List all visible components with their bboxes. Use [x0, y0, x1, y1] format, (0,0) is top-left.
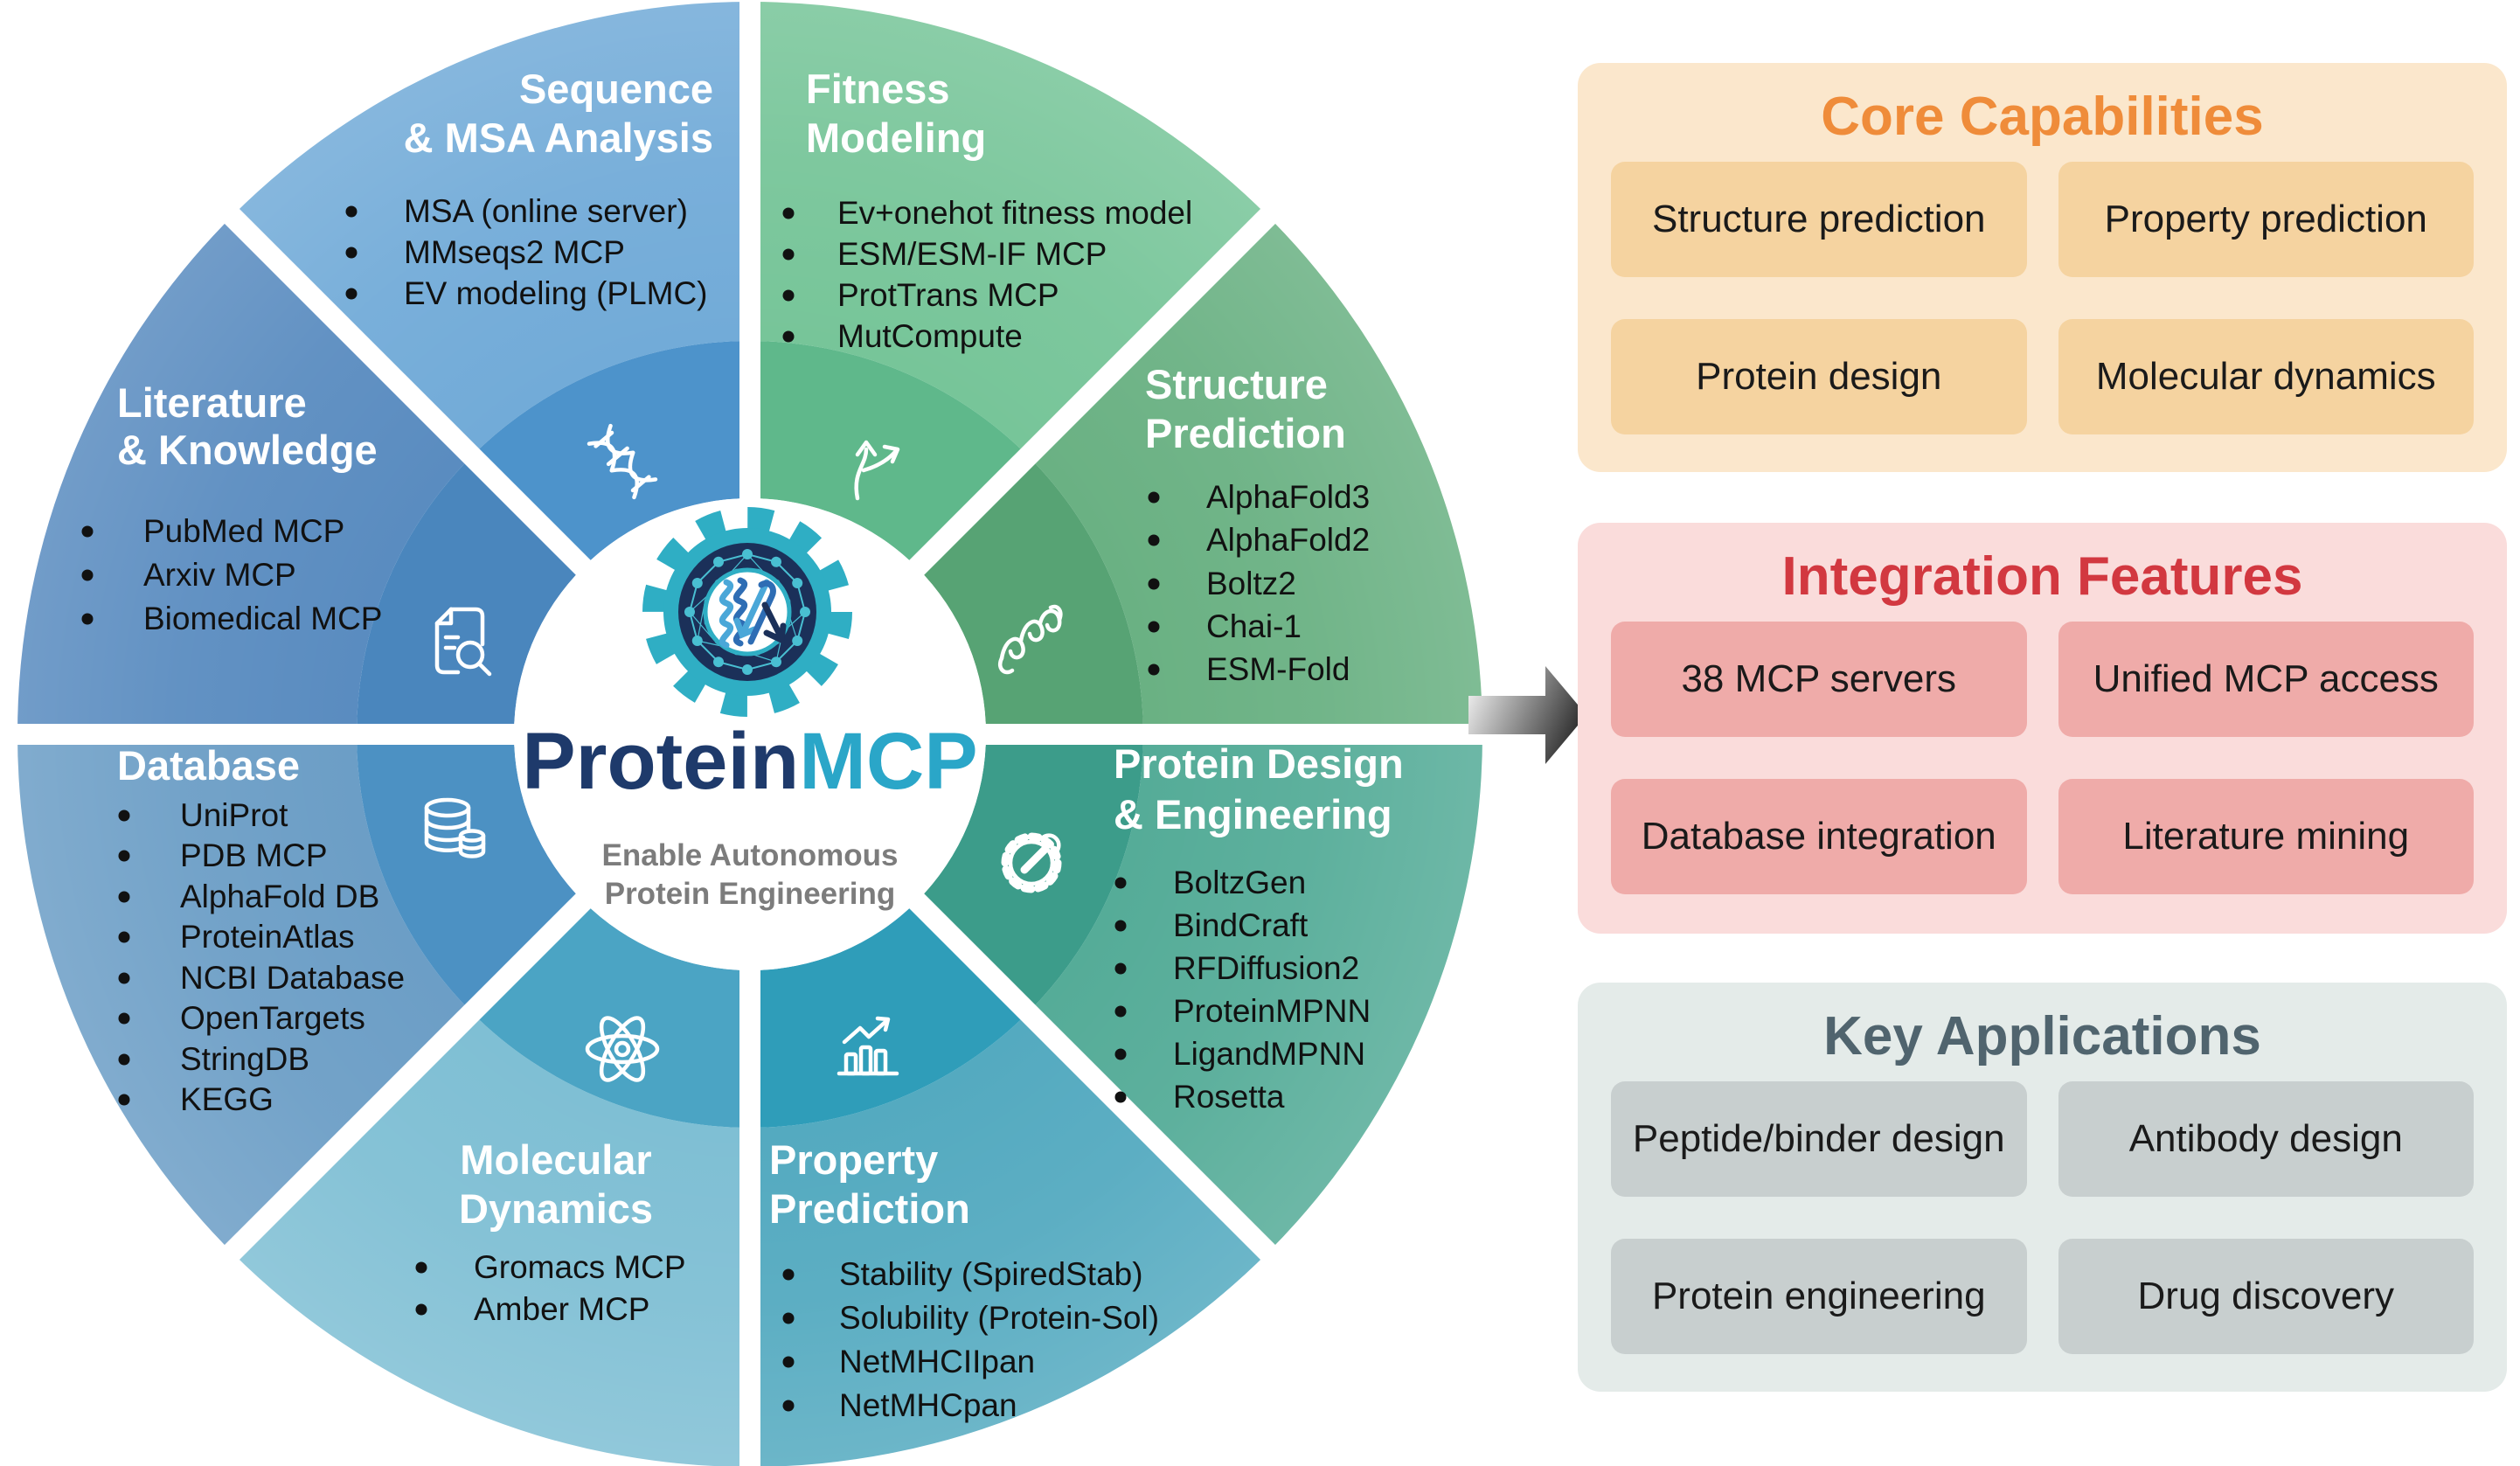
- database-icon: [424, 797, 486, 858]
- bullet-item: Arxiv MCP: [143, 557, 296, 593]
- panel-grid: Structure prediction Property prediction…: [1611, 162, 2474, 435]
- capability-box: Structure prediction: [1611, 162, 2027, 278]
- bullet-item: UniProt: [180, 797, 288, 833]
- bullet-item: NCBI Database: [180, 960, 405, 996]
- segment-title: Prediction: [769, 1185, 970, 1232]
- segment-title: Protein Design: [1114, 740, 1404, 787]
- protein-helix-icon: [719, 577, 787, 649]
- bullet-item: MMseqs2 MCP: [404, 234, 625, 270]
- brand-subtitle-line2: Protein Engineering: [605, 877, 896, 911]
- gear-wrench-icon: [1001, 832, 1062, 893]
- bullet-item: OpenTargets: [180, 1000, 365, 1036]
- bullet-item: BindCraft: [1173, 907, 1309, 943]
- capability-box: Property prediction: [2058, 162, 2474, 278]
- bullet-item: ProteinAtlas: [180, 919, 355, 955]
- segment-title: Literature: [117, 379, 307, 426]
- segment-title: Fitness: [806, 66, 950, 112]
- panel-grid: 38 MCP servers Unified MCP access Databa…: [1611, 622, 2474, 895]
- bullet-item: StringDB: [180, 1041, 309, 1077]
- segment-title: & Knowledge: [117, 427, 378, 473]
- gear-teeth: [642, 507, 852, 717]
- document-search-icon: [434, 607, 492, 677]
- segment-title: Sequence: [519, 66, 713, 112]
- brand-title-mcp: MCP: [799, 717, 977, 806]
- bullet-item: PDB MCP: [180, 837, 328, 873]
- wheel-dividers: [5, 0, 1495, 1466]
- panel-integration-features: Integration Features 38 MCP servers Unif…: [1578, 523, 2507, 934]
- bullet-item: EV modeling (PLMC): [404, 275, 708, 311]
- bullet-item: LigandMPNN: [1173, 1036, 1365, 1072]
- bullet-item: PubMed MCP: [143, 513, 344, 549]
- capability-box: Molecular dynamics: [2058, 319, 2474, 435]
- segment-title: Property: [769, 1136, 938, 1183]
- panel-grid: Peptide/binder design Antibody design Pr…: [1611, 1081, 2474, 1355]
- bullet-item: Rosetta: [1173, 1079, 1285, 1115]
- atom-icon: [585, 1016, 660, 1082]
- segment-title: Database: [117, 742, 300, 789]
- bullet-item: NetMHCpan: [839, 1387, 1017, 1423]
- panel-key-applications: Key Applications Peptide/binder design A…: [1578, 983, 2507, 1392]
- integration-box: Unified MCP access: [2058, 622, 2474, 738]
- segment-title: & MSA Analysis: [404, 115, 713, 161]
- bullet-item: Biomedical MCP: [143, 601, 382, 636]
- bullet-item: ESM/ESM-IF MCP: [837, 236, 1107, 272]
- bullet-item: Gromacs MCP: [474, 1249, 686, 1285]
- bullet-item: MutCompute: [837, 318, 1023, 354]
- segment-title: Molecular: [460, 1136, 651, 1183]
- proteinmcp-logo: [642, 507, 852, 717]
- bullet-item: RFDiffusion2: [1173, 950, 1359, 986]
- bullet-item: Ev+onehot fitness model: [837, 195, 1192, 231]
- bar-chart-icon: [837, 1016, 899, 1076]
- application-box: Drug discovery: [2058, 1239, 2474, 1355]
- application-box: Antibody design: [2058, 1081, 2474, 1198]
- segment-title: Prediction: [1145, 410, 1346, 456]
- segment-title: Modeling: [806, 115, 986, 161]
- bullet-item: Amber MCP: [474, 1291, 649, 1327]
- logo-network-nodes: [684, 549, 810, 675]
- integration-box: 38 MCP servers: [1611, 622, 2027, 738]
- bullet-item: Chai-1: [1206, 608, 1302, 644]
- bullet-item: ESM-Fold: [1206, 651, 1350, 687]
- panel-title: Key Applications: [1823, 1006, 2261, 1066]
- panel-title: Integration Features: [1781, 546, 2303, 607]
- panel-core-capabilities: Core Capabilities Structure prediction P…: [1578, 63, 2507, 472]
- bullet-item: Boltz2: [1206, 566, 1296, 601]
- bullet-item: Stability (SpiredStab): [839, 1256, 1143, 1292]
- bullet-item: AlphaFold3: [1206, 479, 1370, 515]
- bullet-item: ProtTrans MCP: [837, 277, 1059, 313]
- bullet-item: BoltzGen: [1173, 865, 1306, 900]
- bullet-item: NetMHCIIpan: [839, 1344, 1035, 1379]
- segment-title: & Engineering: [1114, 791, 1392, 837]
- bullet-item: AlphaFold DB: [180, 879, 379, 914]
- segment-title: Structure: [1145, 361, 1328, 407]
- application-box: Peptide/binder design: [1611, 1081, 2027, 1198]
- brand-title-protein: Protein: [522, 717, 799, 806]
- branch-arrows-icon: [854, 440, 900, 501]
- application-box: Protein engineering: [1611, 1239, 2027, 1355]
- brand-subtitle-line1: Enable Autonomous: [602, 838, 899, 872]
- bullet-item: KEGG: [180, 1081, 274, 1117]
- connector-arrow-icon: [1468, 666, 1586, 764]
- logo-inner-disc: [703, 567, 792, 657]
- bullet-item: AlphaFold2: [1206, 522, 1370, 558]
- integration-box: Literature mining: [2058, 779, 2474, 895]
- capability-box: Protein design: [1611, 319, 2027, 435]
- brand-title: ProteinMCP: [522, 717, 977, 806]
- bullet-item: MSA (online server): [404, 193, 688, 229]
- bullet-item: ProteinMPNN: [1173, 993, 1371, 1029]
- integration-box: Database integration: [1611, 779, 2027, 895]
- bullet-item: Solubility (Protein-Sol): [839, 1300, 1159, 1336]
- dna-icon: [587, 423, 658, 500]
- wheel-center-disc: [514, 498, 986, 970]
- segment-labels: Sequence & MSA Analysis MSA (online serv…: [81, 66, 1404, 1423]
- segment-title: Dynamics: [459, 1185, 653, 1232]
- panel-title: Core Capabilities: [1821, 87, 2264, 147]
- protein-ribbon-icon: [997, 604, 1063, 675]
